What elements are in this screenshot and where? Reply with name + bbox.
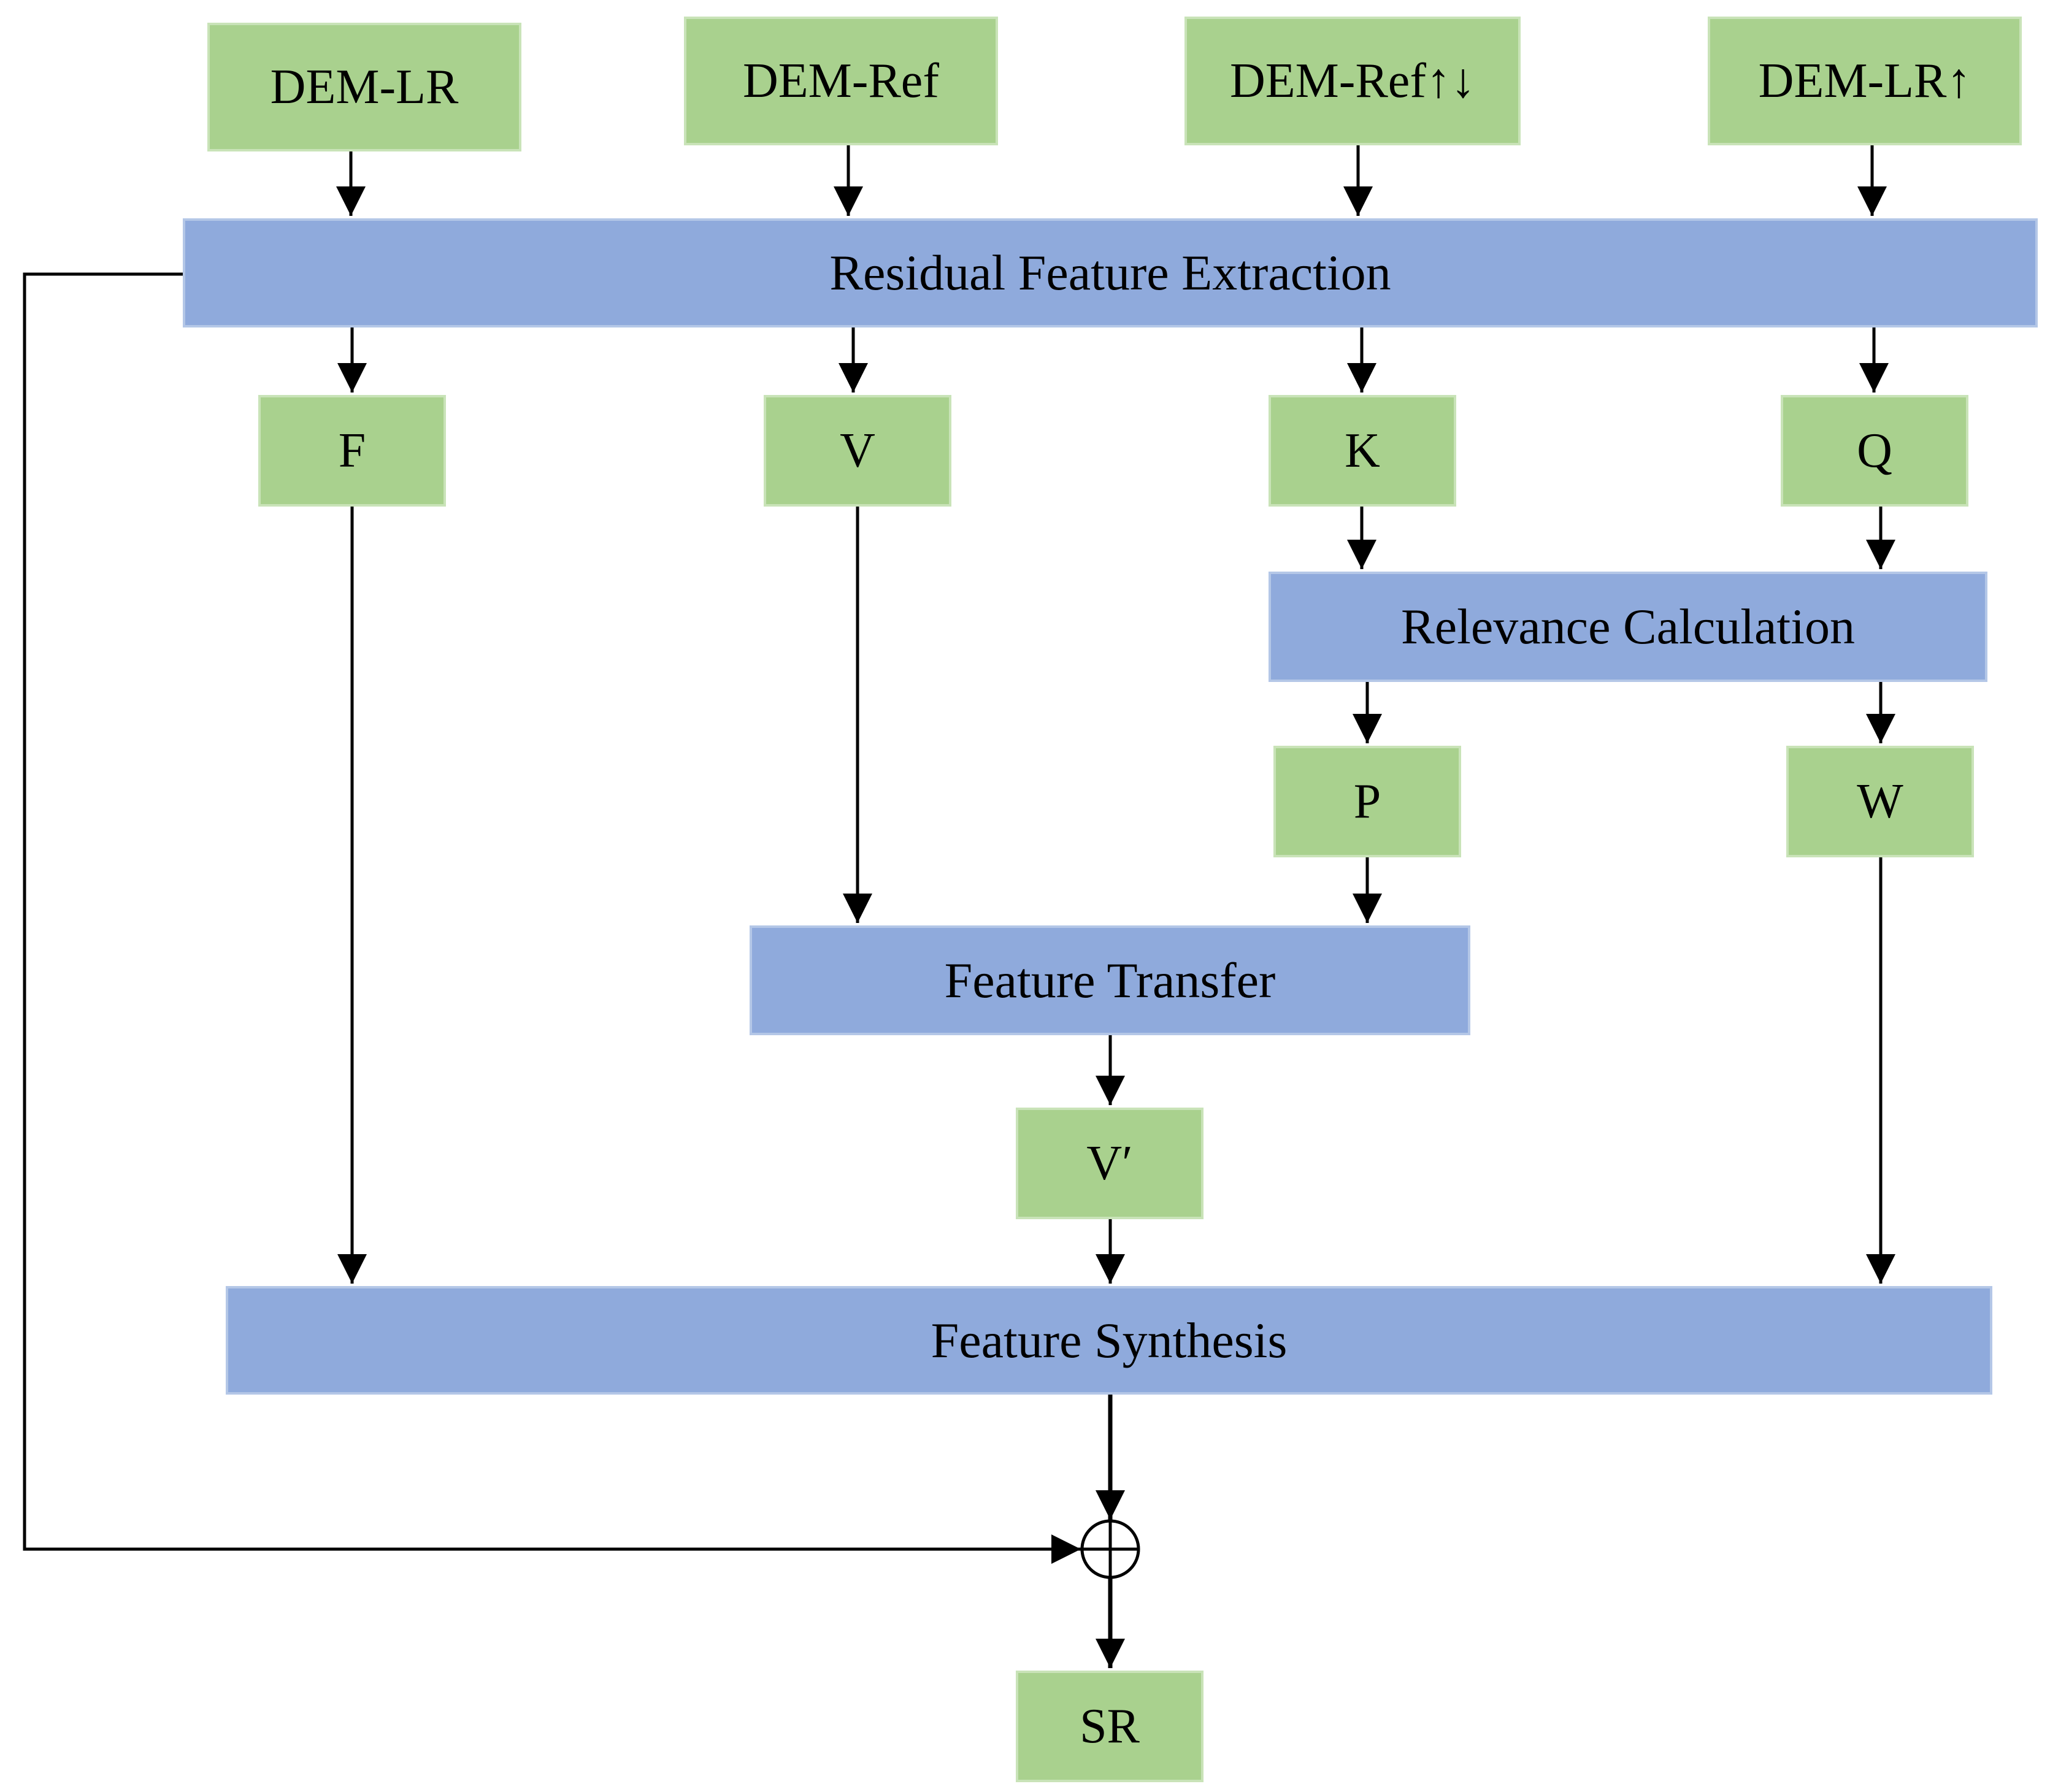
skip-connection [23, 272, 1081, 1564]
feature-w-label: W [1857, 774, 1903, 829]
feature-q: Q [1781, 395, 1968, 507]
feature-synthesis-label: Feature Synthesis [931, 1312, 1288, 1368]
feature-p: P [1273, 746, 1461, 857]
input-dem-lr-label: DEM-LR [270, 59, 459, 114]
residual-feature-extraction-label: Residual Feature Extraction [829, 245, 1391, 301]
feature-v: V [764, 395, 951, 507]
input-dem-ref: DEM-Ref [684, 17, 998, 145]
feature-q-label: Q [1857, 423, 1892, 478]
input-dem-ref-updown-label: DEM-Ref↑↓ [1230, 53, 1475, 108]
feature-p-label: P [1353, 774, 1381, 829]
feature-v-label: V [840, 423, 875, 478]
feature-synthesis-block: Feature Synthesis [226, 1286, 1992, 1395]
input-dem-lr-up: DEM-LR↑ [1708, 17, 2022, 145]
feature-k-label: K [1345, 423, 1380, 478]
feature-v-prime: V′ [1016, 1108, 1204, 1219]
feature-transfer-label: Feature Transfer [944, 952, 1276, 1008]
input-dem-ref-updown: DEM-Ref↑↓ [1184, 17, 1521, 145]
relevance-calculation-label: Relevance Calculation [1401, 599, 1855, 654]
feature-k: K [1269, 395, 1456, 507]
feature-v-prime-label: V′ [1086, 1136, 1133, 1190]
output-sr: SR [1016, 1671, 1204, 1782]
relevance-calculation-block: Relevance Calculation [1269, 572, 1987, 682]
input-dem-lr: DEM-LR [207, 23, 521, 151]
feature-transfer-block: Feature Transfer [750, 925, 1470, 1035]
feature-w: W [1786, 746, 1974, 857]
feature-f: F [258, 395, 446, 507]
input-dem-lr-up-label: DEM-LR↑ [1758, 53, 1971, 108]
input-dem-ref-label: DEM-Ref [743, 53, 939, 108]
sum-node-icon [1080, 1519, 1140, 1579]
residual-feature-extraction-block: Residual Feature Extraction [183, 218, 2038, 327]
feature-f-label: F [338, 423, 366, 478]
output-sr-label: SR [1080, 1699, 1140, 1753]
